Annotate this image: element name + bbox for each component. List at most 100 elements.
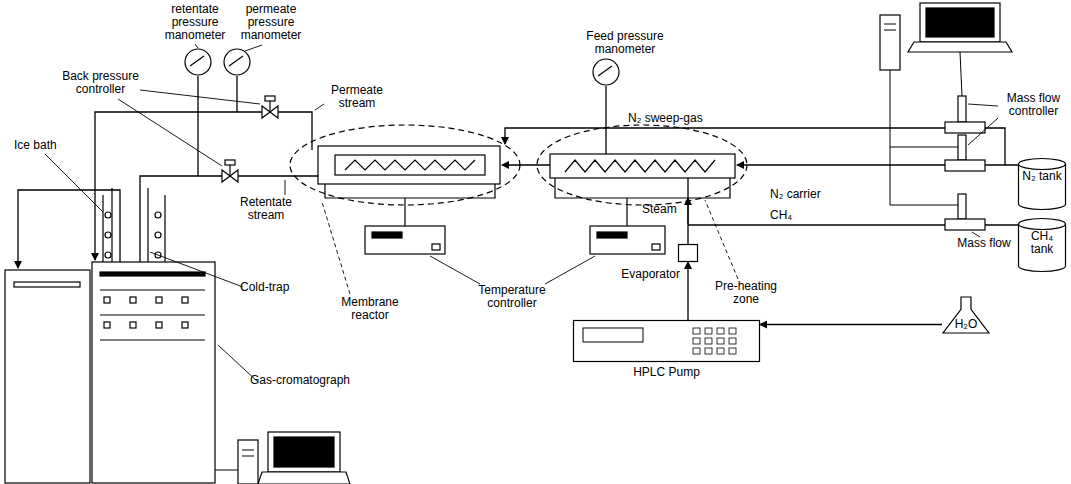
callout-label: Cold-trap [240,281,310,294]
pump-key [693,348,700,354]
membrane-reactor [404,198,405,226]
leader-line [45,154,103,212]
pump-key [705,338,712,344]
gas-chromatograph [14,282,80,287]
process-line [985,164,1020,165]
gas-chromatograph [130,297,136,303]
gas-chromatograph [92,262,215,483]
node-label: HPLC Pump [573,366,760,379]
callout-label: Temperature controller [462,284,562,310]
pre-heater [537,125,747,226]
callout-label: retentate pressure manometer [160,3,230,42]
pressure-gauge [185,49,211,75]
membrane-reactor [325,184,495,198]
pump-display [583,328,643,342]
gas-chromatograph [130,322,136,328]
callout-label: Permeate stream [322,84,392,110]
pre-heater [565,160,715,172]
pre-heater [626,198,627,226]
signal-wire [890,70,958,205]
process-line [737,164,945,165]
computer [880,15,900,70]
flow-connector [760,324,942,325]
temperature-controller [652,244,660,250]
process-line [236,76,237,112]
callout-label: Mass flow controller [1000,92,1067,118]
flask-outline [943,297,989,333]
pump-key [717,348,724,354]
membrane-reactor [335,155,485,175]
gas-tank: N₂ tank [1018,158,1066,210]
computer [258,472,350,484]
callout-label: Retentate stream [232,196,300,222]
leader-line [195,44,198,48]
computer [908,42,1012,52]
pressure-gauge [229,56,243,66]
process-line [687,198,688,224]
pump-key [717,328,724,334]
back-pressure-valve [265,96,275,101]
back-pressure-valve [222,96,278,182]
water-flask: H₂O [942,296,990,334]
process-line [985,128,1005,165]
gas-chromatograph [100,272,205,276]
leader-line [968,118,998,145]
membrane-reactor [345,160,475,170]
node-label: CH₄ tank [1018,230,1066,256]
computer [238,3,1012,484]
leader-line [705,200,738,279]
process-line [687,168,688,244]
tank-rim [1019,164,1066,169]
callout-label: Feed pressure manometer [555,30,695,56]
process-line [502,164,550,165]
pump-key [729,328,736,334]
leader-line [315,104,324,110]
process-line [18,76,1020,288]
pressure-gauge [598,66,612,76]
gas-chromatograph [156,297,162,303]
computer [884,24,896,30]
ice-bath [155,212,161,218]
pre-heater [555,178,730,198]
back-pressure-valve [225,160,235,165]
gas-chromatograph [104,322,110,328]
callout-label: CH₄ [770,209,810,222]
mass-flow-controller [945,219,985,230]
signal-wire [215,52,962,470]
leader-line [430,256,480,284]
process-line [985,224,1020,225]
ice-bath [105,232,111,238]
hplc-pump-outline [573,320,760,362]
callout-label: permeate pressure manometer [236,3,306,42]
membrane-reactor [290,125,520,205]
gas-chromatograph [156,322,162,328]
gas-chromatograph [104,297,110,303]
gas-tank-outline [1018,158,1066,210]
computer [920,3,1000,42]
computer [238,440,258,484]
mass-flow-controller [958,96,966,122]
membrane-reactor [318,146,500,184]
callout-label: Ice bath [14,139,74,152]
signal-wire [960,52,962,96]
callout-label: N₂ sweep-gas [628,112,728,125]
computer [242,450,254,456]
node-label: Evaporator [621,268,680,281]
temperature-controller [365,226,665,254]
process-line [505,128,945,144]
pump-key [705,328,712,334]
flow-connector [687,262,688,320]
pump-key [693,328,700,334]
ice-bath [105,252,111,258]
back-pressure-valve [269,100,270,112]
leader-line [545,256,595,284]
mass-flow-controller [958,194,966,219]
signal-wire [215,470,238,471]
ice-bath [105,212,111,218]
callout-label: Mass flow [952,237,1016,250]
leader-line [150,252,243,287]
mass-flow-controller [945,122,985,133]
pump-key [717,338,724,344]
temperature-controller [372,232,402,238]
